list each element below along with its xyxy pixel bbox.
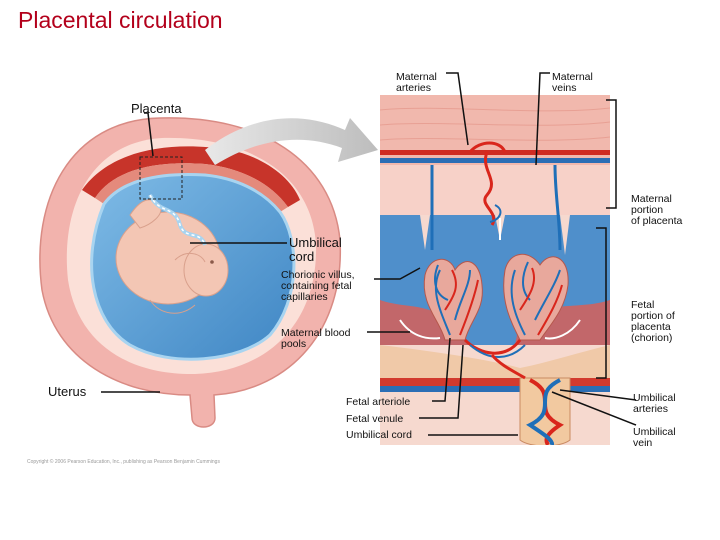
maternal-portion-bracket xyxy=(606,99,617,209)
villus-left xyxy=(423,258,483,341)
page-title: Placental circulation xyxy=(18,7,223,33)
label-fetal-venule: Fetal venule xyxy=(346,413,404,425)
umbilical-cord-fetus xyxy=(148,193,207,246)
placenta-band xyxy=(82,146,300,212)
chorionic-villi xyxy=(423,253,569,380)
maternal-vessels xyxy=(430,141,562,251)
leader-lines xyxy=(144,72,637,436)
copyright-notice: Copyright © 2006 Pearson Education, Inc.… xyxy=(27,459,220,465)
label-uterus: Uterus xyxy=(48,384,87,399)
label-placenta: Placenta xyxy=(131,101,182,116)
placenta-zoom-box xyxy=(139,156,183,200)
flow-arrows xyxy=(399,218,581,340)
villus-right xyxy=(503,253,569,341)
magnify-arrow xyxy=(205,118,378,165)
fetal-portion-bracket xyxy=(596,227,607,379)
label-fetal-arteriole: Fetal arteriole xyxy=(346,396,411,408)
label-umbilical-cord-bottom: Umbilical cord xyxy=(346,429,412,441)
